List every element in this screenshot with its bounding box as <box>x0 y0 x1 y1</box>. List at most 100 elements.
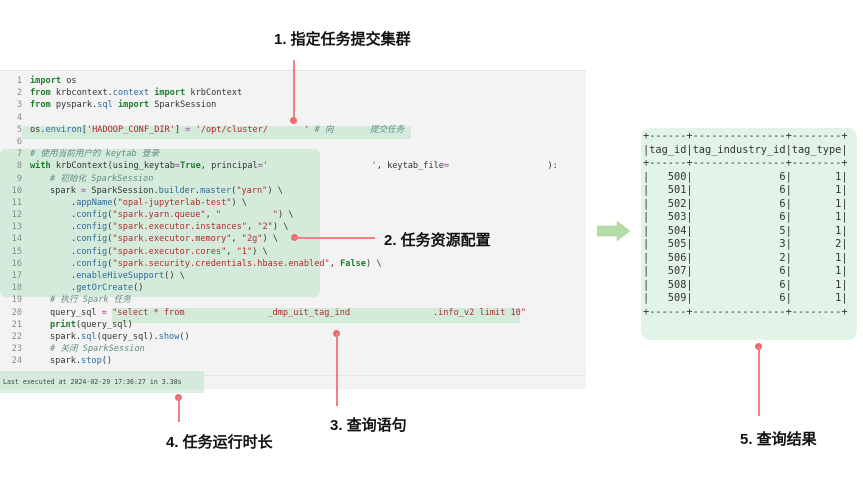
code-text: SparkSession. <box>86 185 159 196</box>
string: 'HADOOP_CONF_DIR' <box>86 124 175 135</box>
operator: = <box>257 161 263 172</box>
keyword: from <box>30 88 51 99</box>
code-text: . <box>71 210 77 221</box>
code-text: ( <box>107 246 113 257</box>
table-border-header: +------+---------------+--------+ <box>643 157 848 169</box>
string: "yarn" <box>236 185 268 196</box>
line-number: 15 <box>11 246 22 257</box>
highlight-exec-time <box>0 371 204 393</box>
method: stop <box>81 356 102 367</box>
code-line-15: 15.config("spark.executor.cores", "1") \ <box>0 246 586 258</box>
comment: # 执行 Spark 任务 <box>50 295 131 306</box>
keyword: import <box>118 100 150 111</box>
line-number: 10 <box>11 185 22 196</box>
keyword: True <box>180 161 201 172</box>
method: master <box>200 185 232 196</box>
comment: # 使用当前用户的 keytab 登录 <box>30 149 160 160</box>
attribute: context <box>112 88 150 99</box>
method: enableHiveSupport <box>76 271 165 281</box>
highlight-resource-config <box>0 149 320 297</box>
line-number: 1 <box>16 76 22 86</box>
code-text: spark. <box>50 331 82 342</box>
method: config <box>76 210 108 221</box>
keyword: from <box>30 100 51 111</box>
code-text: ) \ <box>278 210 294 221</box>
code-text: ) \ <box>272 222 289 233</box>
string: "spark.yarn.queue" <box>112 210 206 221</box>
result-table: +------+---------------+--------+ |tag_i… <box>643 130 848 319</box>
code-text: . <box>71 246 77 257</box>
code-text: ): <box>449 161 558 172</box>
method: config <box>76 258 108 269</box>
string: "spark.executor.memory" <box>112 234 232 245</box>
string: "2" <box>257 222 273 233</box>
line-number: 13 <box>11 222 22 233</box>
line-number: 6 <box>16 136 22 147</box>
code-text: ( <box>107 234 113 245</box>
line-number: 5 <box>16 124 22 135</box>
code-text: os <box>61 76 77 86</box>
code-text: () <box>133 283 144 294</box>
method: appName <box>76 197 113 208</box>
annotation-query-result: 5. 查询结果 <box>740 431 817 448</box>
code-text: , <box>205 210 216 221</box>
line-number: 2 <box>16 88 22 99</box>
method: sql <box>81 331 97 342</box>
string: "select * from _dmp_uit_tag_ind .info_v2… <box>112 307 527 318</box>
string: " " <box>215 210 279 221</box>
comment: # 关闭 SparkSession <box>50 344 145 355</box>
line-number: 11 <box>11 197 22 208</box>
code-text: , <box>231 234 242 245</box>
keyword: False <box>340 258 366 269</box>
code-text: ) \ <box>262 234 279 245</box>
code-text: , <box>246 222 258 233</box>
line-number: 14 <box>11 234 22 245</box>
method: getOrCreate <box>76 283 134 294</box>
code-text: ( <box>107 210 113 221</box>
attribute: environ <box>45 124 82 135</box>
table-row: | 508| 6| 1| <box>643 278 848 291</box>
connector-line-5 <box>758 346 760 416</box>
code-text: ] <box>174 124 186 135</box>
line-number: 12 <box>11 210 22 221</box>
code-text: os. <box>30 124 46 135</box>
code-text: ) \ <box>365 258 382 269</box>
code-text: ( <box>107 222 113 233</box>
code-text: . <box>194 185 201 196</box>
code-line-7: 7# 使用当前用户的 keytab 登录 <box>0 148 586 160</box>
connector-line-1 <box>293 60 295 120</box>
connector-line-4 <box>178 397 180 422</box>
attribute: builder <box>158 185 195 196</box>
code-text: () <box>179 331 190 342</box>
code-text: ) \ <box>252 246 268 257</box>
code-text: , keytab_file <box>376 161 444 172</box>
line-number: 8 <box>16 161 22 172</box>
code-line-4: 4 <box>0 112 586 124</box>
code-line-9: 9# 初始化 SparkSession <box>0 173 586 185</box>
line-number: 17 <box>11 271 22 281</box>
code-text: ( <box>231 185 237 196</box>
code-line-23: 23# 关闭 SparkSession <box>0 343 586 355</box>
annotation-submit-cluster: 1. 指定任务提交集群 <box>274 31 411 48</box>
annotation-run-duration: 4. 任务运行时长 <box>166 434 273 451</box>
table-row: | 501| 6| 1| <box>643 184 848 196</box>
operator: = <box>443 161 450 172</box>
attribute: sql <box>97 100 113 111</box>
table-row: | 507| 6| 1| <box>643 265 848 277</box>
code-line-6: 6 <box>0 136 586 148</box>
string: "spark.executor.instances" <box>112 222 247 233</box>
code-line-16: 16.config("spark.security.credentials.hb… <box>0 258 586 270</box>
operator: = <box>185 124 191 135</box>
keyword: import <box>30 76 62 86</box>
code-text: [ <box>81 124 87 135</box>
code-text: query_sql <box>50 307 102 318</box>
string: ' ' <box>262 161 377 172</box>
code-line-11: 11.appName("opal-jupyterlab-test") \ <box>0 197 586 209</box>
table-row: | 506| 2| 1| <box>643 251 848 264</box>
code-text: spark <box>50 185 82 196</box>
